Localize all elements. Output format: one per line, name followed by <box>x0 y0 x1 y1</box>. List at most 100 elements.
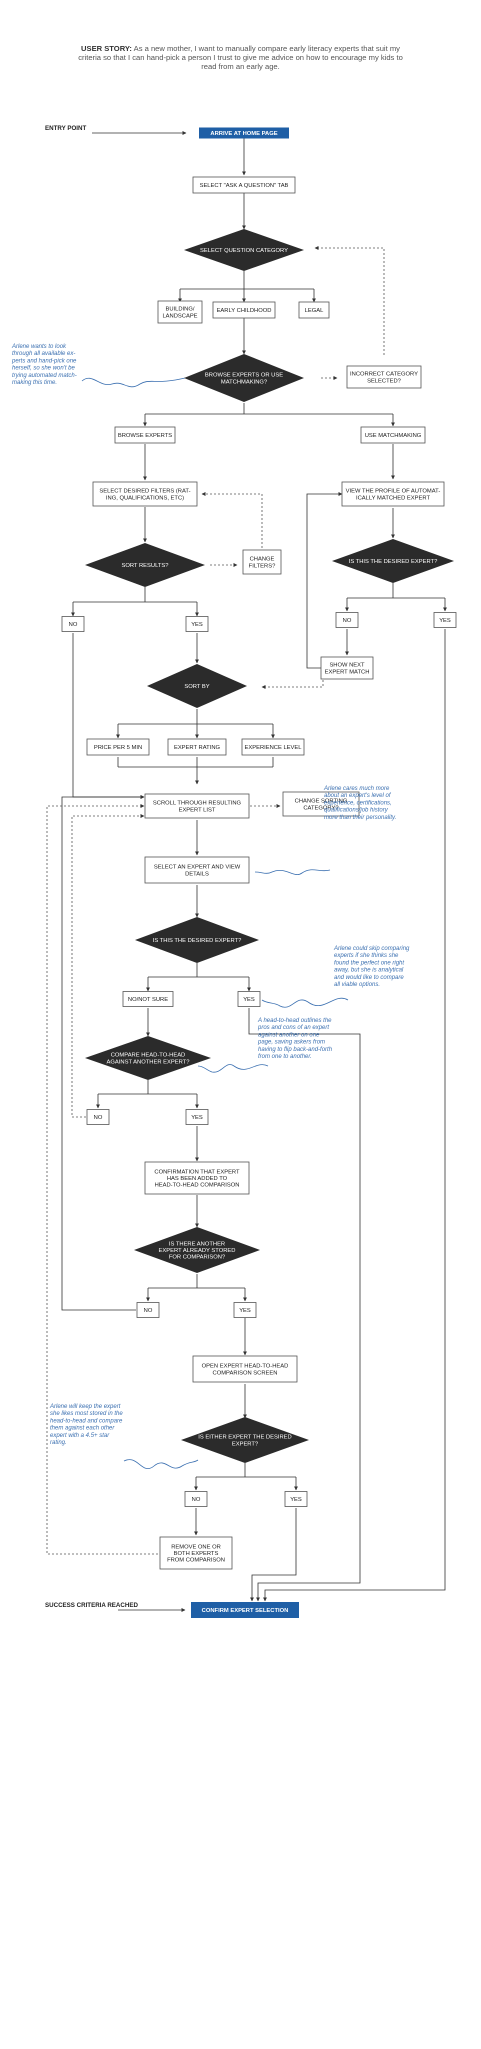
node-early-childhood: EARLY CHILDHOOD <box>212 301 276 319</box>
node-yes-5-label: YES <box>239 1308 251 1314</box>
success-criteria-label: SUCCESS CRITERIA REACHED <box>45 1602 138 1609</box>
node-use-matchmaking-label: USE MATCHMAKING <box>365 433 422 439</box>
node-price-shape <box>86 738 150 756</box>
node-rating-label: EXPERT RATING <box>174 745 221 751</box>
node-building-shape <box>157 300 203 324</box>
node-rating: EXPERT RATING <box>167 738 227 756</box>
node-price-label: PRICE PER 5 MIN <box>94 745 142 751</box>
node-no-4: NO <box>136 1302 160 1318</box>
node-browse-or-match-shape <box>184 354 304 402</box>
node-scroll-shape <box>144 793 250 819</box>
node-confirm-shape <box>191 1602 299 1618</box>
node-view-profile-shape <box>341 481 445 507</box>
node-experience-label: EXPERIENCE LEVEL <box>244 745 302 751</box>
node-no-not-sure-shape <box>122 991 174 1007</box>
node-yes-3-label: YES <box>243 997 255 1003</box>
node-legal: LEGAL <box>298 301 330 319</box>
node-arrive-label: ARRIVE AT HOME PAGE <box>210 131 277 137</box>
entry-point-label: ENTRY POINT <box>45 125 86 132</box>
node-browse-experts-label: BROWSE EXPERTS <box>118 433 172 439</box>
node-early-childhood-shape <box>212 301 276 319</box>
node-is-desired-1: IS THIS THE DESIRED EXPERT? <box>332 539 454 583</box>
node-experience: EXPERIENCE LEVEL <box>241 738 305 756</box>
node-no-2-label: NO <box>343 618 352 624</box>
node-select-category-label: SELECT QUESTION CATEGORY <box>200 248 288 254</box>
node-building: BUILDING/LANDSCAPE <box>157 300 203 324</box>
node-no-3-label: NO <box>94 1115 103 1121</box>
node-no-2-shape <box>335 612 359 628</box>
node-select-filters-shape <box>92 481 198 507</box>
node-no-3-shape <box>86 1109 110 1125</box>
node-no-5-shape <box>184 1491 208 1507</box>
node-yes-3: YES <box>237 991 261 1007</box>
node-is-desired-2-label: IS THIS THE DESIRED EXPERT? <box>153 938 242 944</box>
user-story-label: USER STORY: <box>81 44 132 53</box>
node-use-matchmaking-shape <box>360 426 426 444</box>
node-no-1-shape <box>61 616 85 632</box>
node-no-3: NO <box>86 1109 110 1125</box>
node-yes-4-label: YES <box>191 1115 203 1121</box>
node-select-category: SELECT QUESTION CATEGORY <box>184 229 304 271</box>
node-no-2: NO <box>335 612 359 628</box>
node-ask-tab-label: SELECT "ASK A QUESTION" TAB <box>200 183 289 189</box>
node-another-stored-shape <box>134 1227 260 1273</box>
node-yes-1-shape <box>185 616 209 632</box>
node-yes-2: YES <box>433 612 457 628</box>
node-is-desired-2: IS THIS THE DESIRED EXPERT? <box>135 917 259 963</box>
node-select-filters-label: SELECT DESIRED FILTERS (RAT-ING, QUALIFI… <box>99 489 190 502</box>
node-confirmation-shape <box>144 1161 250 1195</box>
node-browse-experts: BROWSE EXPERTS <box>114 426 176 444</box>
node-use-matchmaking: USE MATCHMAKING <box>360 426 426 444</box>
node-price: PRICE PER 5 MIN <box>86 738 150 756</box>
node-arrive: ARRIVE AT HOME PAGE <box>199 127 289 139</box>
node-no-5: NO <box>184 1491 208 1507</box>
node-yes-4: YES <box>185 1109 209 1125</box>
node-no-4-label: NO <box>144 1308 153 1314</box>
node-early-childhood-label: EARLY CHILDHOOD <box>217 308 272 314</box>
node-confirm: CONFIRM EXPERT SELECTION <box>191 1602 299 1618</box>
node-sort-results-label: SORT RESULTS? <box>121 563 169 569</box>
user-story: USER STORY: As a new mother, I want to m… <box>78 44 403 71</box>
node-experience-shape <box>241 738 305 756</box>
node-is-desired-1-shape <box>332 539 454 583</box>
node-sort-by-shape <box>147 664 247 708</box>
node-ask-tab: SELECT "ASK A QUESTION" TAB <box>192 176 296 194</box>
node-no-1: NO <box>61 616 85 632</box>
node-compare-shape <box>85 1036 211 1080</box>
node-yes-2-shape <box>433 612 457 628</box>
node-sort-results-shape <box>85 543 205 587</box>
node-no-not-sure: NO/NOT SURE <box>122 991 174 1007</box>
node-sort-by: SORT BY <box>147 664 247 708</box>
node-no-4-shape <box>136 1302 160 1318</box>
node-yes-4-shape <box>185 1109 209 1125</box>
node-is-desired-2-shape <box>135 917 259 963</box>
node-incorrect-category-shape <box>346 365 422 389</box>
node-arrive-shape <box>199 127 289 139</box>
node-select-filters: SELECT DESIRED FILTERS (RAT-ING, QUALIFI… <box>92 481 198 507</box>
node-no-not-sure-label: NO/NOT SURE <box>128 997 168 1003</box>
node-legal-shape <box>298 301 330 319</box>
